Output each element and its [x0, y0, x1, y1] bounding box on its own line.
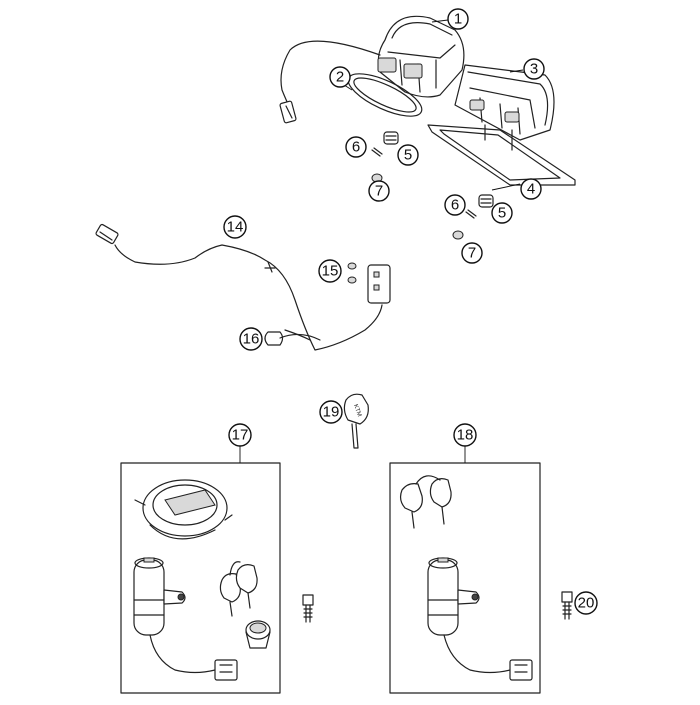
callout-18: 18 — [453, 423, 477, 447]
svg-text:7: 7 — [468, 245, 476, 262]
svg-text:19: 19 — [323, 404, 340, 421]
svg-text:14: 14 — [227, 219, 244, 236]
callout-5a: 5 — [397, 144, 419, 166]
connector-plug — [347, 262, 391, 304]
callout-2: 2 — [329, 66, 351, 88]
lock-set-box-17 — [120, 446, 314, 694]
svg-text:17: 17 — [232, 427, 249, 444]
spare-key: KTM — [343, 393, 369, 449]
svg-text:5: 5 — [404, 147, 412, 164]
speedometer — [279, 15, 465, 124]
svg-text:1: 1 — [454, 11, 462, 28]
callout-5b: 5 — [491, 202, 513, 224]
display-gasket — [427, 124, 576, 186]
callout-17: 17 — [228, 423, 252, 447]
callout-20: 20 — [574, 591, 598, 615]
display-unit — [454, 64, 555, 151]
callout-14: 14 — [223, 215, 247, 239]
upper-fasteners — [371, 131, 399, 183]
callout-16: 16 — [239, 327, 263, 351]
lock-set-box-18 — [389, 446, 573, 694]
svg-text:2: 2 — [336, 69, 344, 86]
svg-text:6: 6 — [451, 197, 459, 214]
svg-text:6: 6 — [352, 139, 360, 156]
callout-3: 3 — [523, 58, 545, 80]
callout-1: 1 — [447, 8, 469, 30]
lower-fasteners — [452, 194, 494, 240]
cable-clip — [264, 331, 321, 346]
callout-7b: 7 — [461, 242, 483, 264]
svg-text:3: 3 — [530, 61, 538, 78]
callout-4: 4 — [520, 178, 542, 200]
svg-text:4: 4 — [527, 181, 535, 198]
svg-text:7: 7 — [375, 183, 383, 200]
svg-text:20: 20 — [578, 595, 595, 612]
svg-text:15: 15 — [322, 263, 339, 280]
callout-7a: 7 — [368, 180, 390, 202]
callout-19: 19 — [319, 400, 343, 424]
callout-6a: 6 — [345, 136, 367, 158]
svg-text:18: 18 — [457, 427, 474, 444]
svg-text:5: 5 — [498, 205, 506, 222]
svg-text:16: 16 — [243, 331, 260, 348]
key-logo: KTM — [352, 404, 362, 418]
callout-6b: 6 — [444, 194, 466, 216]
callout-15: 15 — [318, 259, 342, 283]
wiring-harness — [95, 223, 383, 351]
